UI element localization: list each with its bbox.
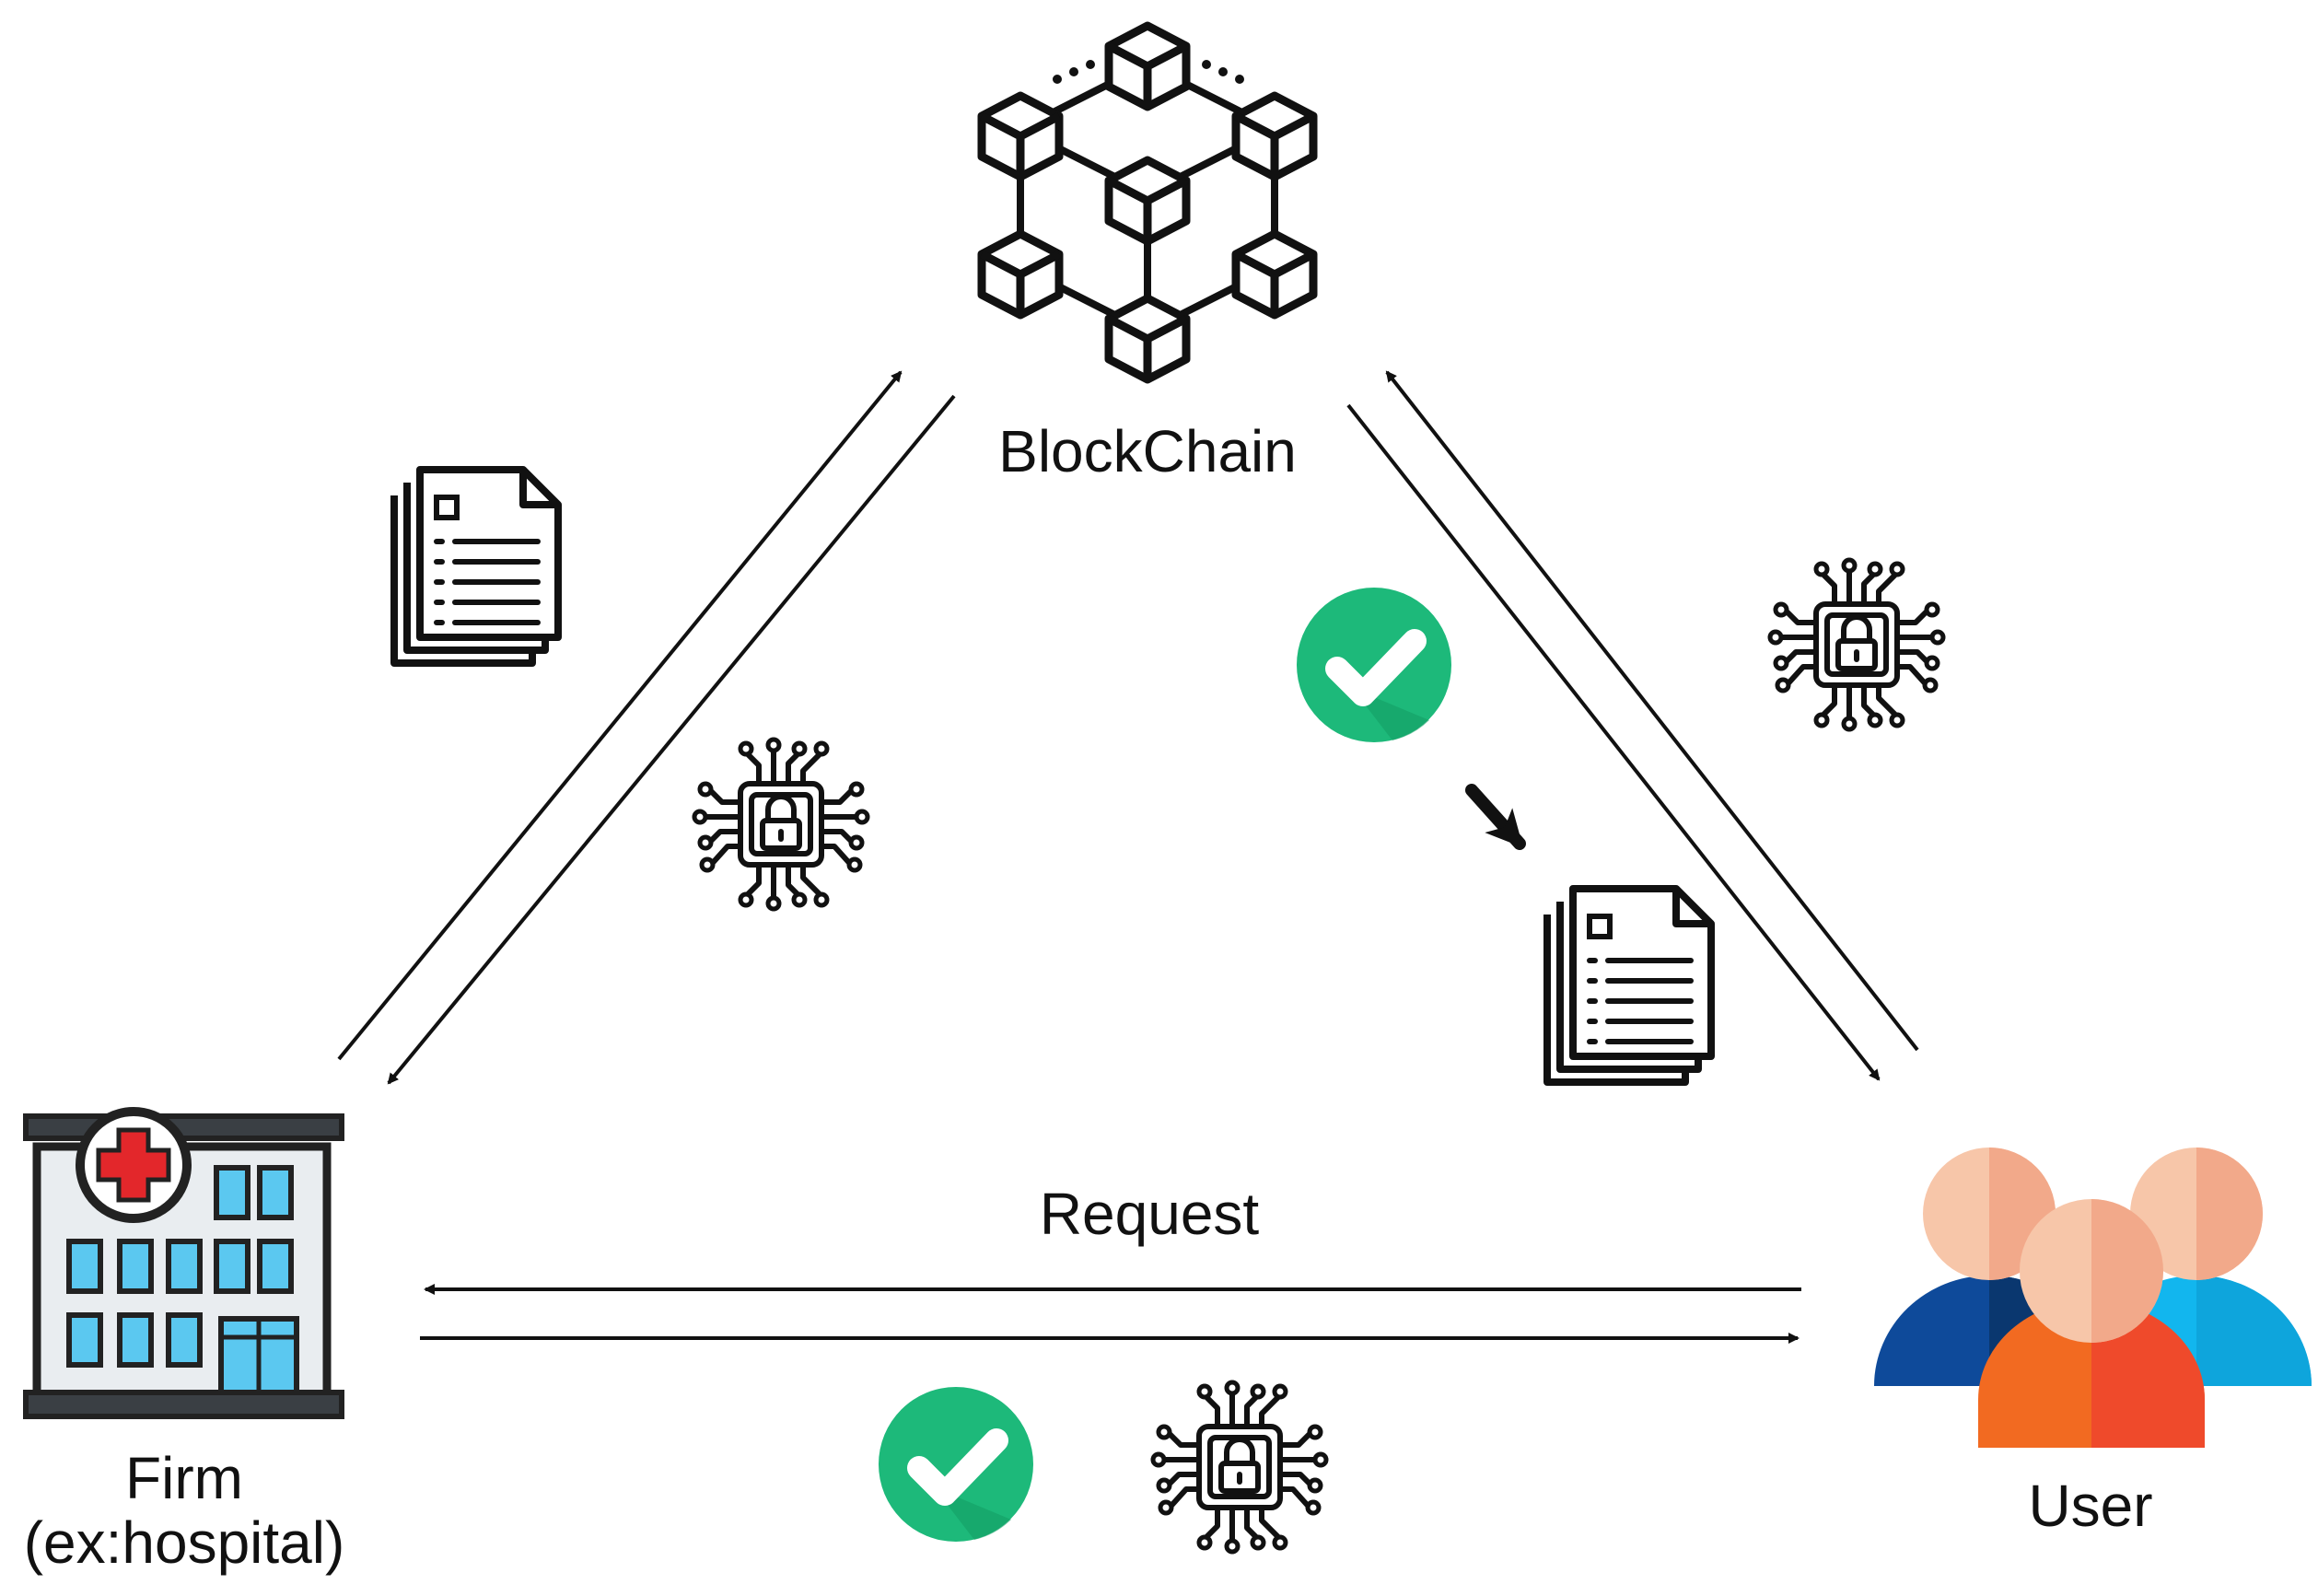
document-icon [394,470,558,663]
firm-label: Firm (ex:hospital) [0,1446,368,1576]
user-group-icon [1874,1147,2312,1448]
request-label: Request [1039,1181,1260,1247]
firm-label-line1: Firm [125,1445,243,1511]
firm-label-line2: (ex:hospital) [23,1509,345,1577]
small-bold-arrow-icon [1465,784,1526,850]
check-circle-icon [879,1387,1033,1542]
edge-firm-to-blockchain [337,370,903,1061]
encrypted-chip-icon [694,740,868,909]
document-icon [1547,889,1711,1082]
edge-blockchain-to-user [1346,403,1881,1081]
check-circle-icon [1297,588,1451,742]
blockchain-network-icon [982,26,1313,379]
encrypted-chip-icon [1770,560,1943,729]
edge-blockchain-to-firm [387,394,956,1085]
hospital-building-icon [23,1107,344,1419]
blockchain-label: BlockChain [998,418,1297,484]
edge-user-to-blockchain [1385,370,1919,1052]
user-label: User [2028,1473,2153,1539]
encrypted-chip-icon [1153,1382,1326,1552]
